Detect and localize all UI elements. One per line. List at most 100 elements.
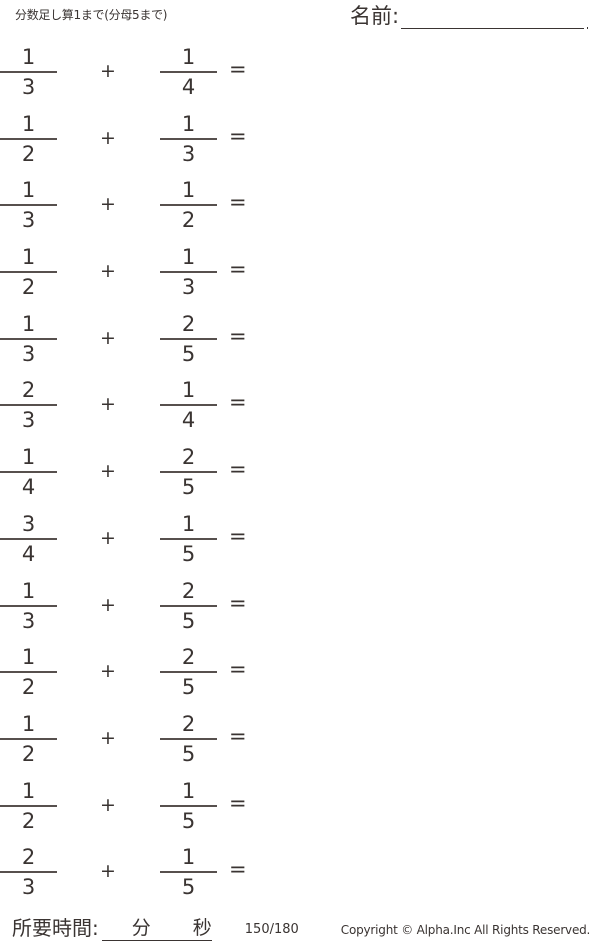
numerator: 1: [181, 378, 196, 403]
plus-operator: +: [100, 460, 116, 483]
time-taken-label: 所要時間:: [12, 916, 99, 940]
denominator: 4: [21, 475, 36, 500]
fraction-bar: [0, 71, 57, 73]
fraction-bar: [0, 404, 57, 407]
fraction-bar: [160, 671, 217, 674]
numerator: 1: [21, 311, 36, 336]
fraction-bar: [0, 671, 57, 674]
equals-sign: =: [229, 323, 247, 348]
denominator: 3: [21, 875, 36, 900]
plus-operator: +: [100, 726, 116, 749]
equals-sign: =: [229, 57, 247, 81]
fraction-bar: [160, 604, 217, 607]
equals-sign: =: [229, 190, 247, 215]
denominator: 5: [181, 541, 196, 566]
numerator: 2: [181, 578, 196, 603]
numerator: 1: [21, 178, 36, 203]
denominator: 2: [181, 208, 196, 233]
equals-sign: =: [229, 857, 247, 882]
denominator: 4: [181, 75, 196, 99]
equals-sign: =: [229, 723, 247, 748]
denominator: 3: [181, 275, 196, 300]
equals-sign: =: [229, 390, 247, 415]
fraction-bar: [0, 871, 57, 874]
fraction-bar: [160, 137, 217, 140]
page-count: 150/180: [244, 922, 299, 937]
fraction-bar: [160, 804, 217, 807]
numerator: 2: [21, 845, 36, 870]
fraction-bar: [0, 804, 57, 807]
plus-operator: +: [100, 860, 116, 883]
fraction-bar: [0, 604, 57, 607]
denominator: 3: [21, 208, 36, 233]
fraction-bar: [0, 204, 57, 207]
denominator: 2: [21, 741, 36, 766]
plus-operator: +: [100, 526, 116, 549]
fraction-bar: [160, 271, 217, 274]
numerator: 2: [181, 711, 196, 736]
denominator: 5: [181, 675, 196, 700]
worksheet-title: 分数足し算1まで(分母5まで): [15, 8, 168, 22]
fraction-bar: [0, 337, 57, 340]
denominator: 2: [21, 141, 36, 166]
denominator: 4: [21, 541, 36, 566]
numerator: 1: [181, 111, 196, 136]
plus-operator: +: [100, 193, 116, 216]
numerator: 1: [21, 111, 36, 136]
equals-sign: =: [229, 657, 247, 682]
equals-sign: =: [229, 123, 247, 148]
denominator: 5: [181, 608, 196, 633]
fraction-bar: [160, 471, 217, 474]
fraction-bar: [0, 537, 57, 540]
time-taken-blank: 分 秒: [101, 916, 212, 941]
name-field: 名前:: [350, 3, 589, 29]
minutes-unit: 分: [131, 917, 151, 939]
numerator: 2: [181, 311, 196, 336]
numerator: 1: [21, 445, 36, 470]
plus-operator: +: [100, 593, 116, 616]
fraction-bar: [0, 471, 57, 474]
numerator: 1: [181, 45, 196, 69]
plus-operator: +: [100, 660, 116, 683]
seconds-unit: 秒: [192, 917, 212, 939]
denominator: 3: [21, 408, 36, 433]
numerator: 1: [181, 778, 196, 803]
fraction-bar: [160, 871, 217, 874]
fraction-bar: [160, 71, 217, 73]
plus-operator: +: [100, 326, 116, 349]
numerator: 1: [21, 645, 36, 670]
denominator: 2: [21, 808, 36, 833]
plus-operator: +: [100, 793, 116, 816]
denominator: 2: [21, 275, 36, 300]
fraction-bar: [160, 737, 217, 740]
numerator: 2: [181, 645, 196, 670]
plus-operator: +: [100, 393, 116, 416]
numerator: 1: [21, 245, 36, 270]
plus-operator: +: [100, 260, 116, 283]
numerator: 1: [21, 578, 36, 603]
copyright-notice: Copyright © Alpha.Inc All Rights Reserve…: [340, 923, 591, 937]
